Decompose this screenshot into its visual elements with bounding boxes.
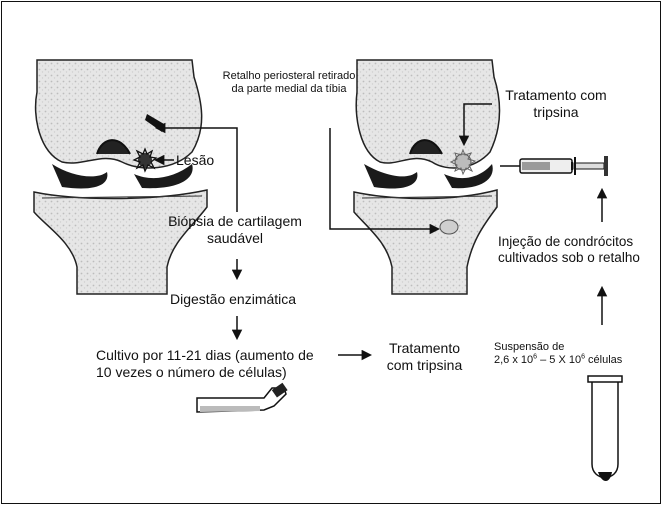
culture-flask-icon [197,383,288,412]
injection-label: Injeção de condrócitos cultivados sob o … [498,234,640,266]
right-knee-illustration [354,60,500,294]
culture-label: Cultivo por 11-21 dias (aumento de 10 ve… [96,347,314,381]
left-knee-illustration [34,60,207,294]
suspension-label: Suspensão de 2,6 x 106 – 5 X 106 células [494,341,622,367]
suspension-value: 2,6 x 106 – 5 X 106 células [494,354,622,367]
trypsin-top-label: Tratamento com tripsina [496,87,616,121]
periosteal-flap-label: Retalho periosteral retirado da parte me… [209,70,369,96]
test-tube-icon [588,376,622,481]
lesion-label: Lesão [176,152,214,169]
biopsy-label: Biópsia de cartilagem saudável [160,213,310,247]
enzymatic-digestion-label: Digestão enzimática [170,291,296,308]
syringe-icon [500,156,608,176]
trypsin-middle-label: Tratamento com tripsina [377,340,472,374]
